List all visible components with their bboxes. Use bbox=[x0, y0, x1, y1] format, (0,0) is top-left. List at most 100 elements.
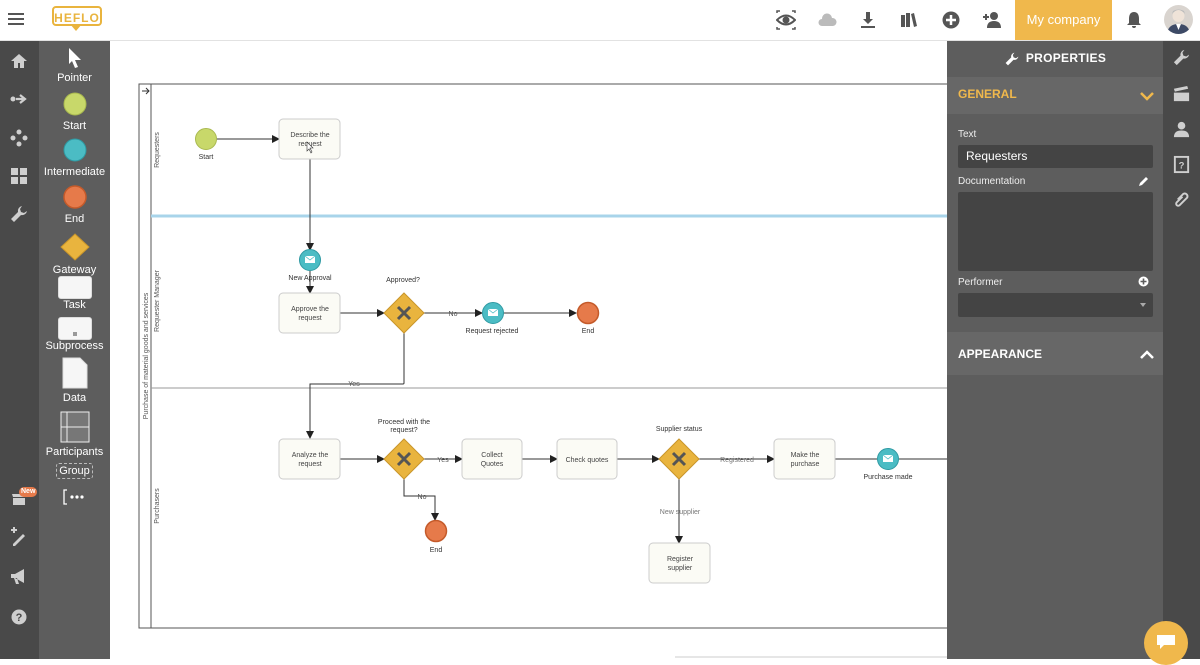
download-icon[interactable] bbox=[858, 10, 878, 30]
pool-label[interactable]: Purchase of material goods and services bbox=[143, 292, 150, 419]
end-event-1[interactable] bbox=[576, 301, 600, 325]
gateway-x-icon bbox=[396, 451, 412, 467]
home-icon[interactable] bbox=[9, 51, 29, 71]
wrench-icon bbox=[1005, 52, 1019, 66]
text-label: Text bbox=[958, 129, 977, 140]
task-register-supplier[interactable] bbox=[648, 542, 711, 584]
general-section-header[interactable]: GENERAL bbox=[947, 77, 1163, 114]
palette-intermediate-label: Intermediate bbox=[43, 166, 106, 178]
add-circle-icon[interactable] bbox=[941, 10, 961, 30]
task-register-line-2: supplier bbox=[668, 565, 693, 572]
bpmn-diagram[interactable]: Purchase of material goods and services … bbox=[110, 41, 947, 659]
right-toolbar: ? bbox=[1163, 41, 1200, 659]
palette-group[interactable]: Group bbox=[39, 463, 110, 479]
palette-gateway[interactable]: Gateway bbox=[39, 233, 110, 276]
task-collect-line-1: Collect bbox=[481, 452, 502, 459]
documentation-label: Documentation bbox=[958, 176, 1026, 187]
cloud-icon[interactable] bbox=[817, 10, 837, 30]
edit-list-icon[interactable] bbox=[9, 527, 29, 547]
gateway-approved-label: Approved? bbox=[386, 277, 420, 284]
palette-participants[interactable]: Participants bbox=[39, 411, 110, 458]
palette-task[interactable]: Task bbox=[39, 276, 110, 311]
start-event-icon bbox=[63, 92, 86, 116]
documentation-field[interactable] bbox=[958, 192, 1153, 271]
megaphone-icon[interactable] bbox=[9, 566, 29, 586]
palette-more[interactable] bbox=[39, 489, 110, 508]
task-analyze-request[interactable] bbox=[278, 438, 341, 480]
flow-gateway-end[interactable] bbox=[403, 479, 439, 521]
palette-start-label: Start bbox=[62, 120, 87, 132]
appearance-section-header[interactable]: APPEARANCE bbox=[947, 332, 1163, 375]
menu-icon[interactable] bbox=[8, 11, 24, 29]
chevron-down-icon[interactable] bbox=[1140, 92, 1154, 101]
top-bar: HEFLO My company bbox=[0, 0, 1200, 41]
end-event-2[interactable] bbox=[424, 519, 448, 543]
task-collect-quotes[interactable] bbox=[461, 438, 523, 480]
task-approve-request[interactable] bbox=[278, 292, 341, 334]
palette-subprocess[interactable]: Subprocess bbox=[39, 317, 110, 352]
lane-label-requester-manager[interactable]: Requester Manager bbox=[154, 269, 161, 332]
flow-label-new-supplier: New supplier bbox=[660, 509, 701, 516]
wrench-icon[interactable] bbox=[9, 204, 29, 224]
shape-palette: Pointer Start Intermediate End Gateway T… bbox=[39, 41, 110, 659]
palette-intermediate[interactable]: Intermediate bbox=[39, 137, 110, 178]
palette-start[interactable]: Start bbox=[39, 91, 110, 132]
task-approve-line-2: request bbox=[298, 315, 321, 322]
process-map-icon[interactable] bbox=[9, 128, 29, 148]
palette-data[interactable]: Data bbox=[39, 357, 110, 404]
task-shape-icon bbox=[57, 276, 92, 299]
text-field[interactable]: Requesters bbox=[958, 145, 1153, 168]
palette-end[interactable]: End bbox=[39, 184, 110, 225]
notifications-bell-icon[interactable] bbox=[1124, 10, 1144, 30]
company-button[interactable]: My company bbox=[1015, 0, 1112, 40]
flow-label-no-2: No bbox=[418, 494, 427, 501]
clapperboard-icon[interactable] bbox=[1172, 85, 1191, 104]
library-icon[interactable] bbox=[899, 10, 919, 30]
lane-label-purchasers[interactable]: Purchasers bbox=[154, 488, 161, 524]
diagram-canvas[interactable]: Purchase of material goods and services … bbox=[110, 41, 947, 659]
general-title: GENERAL bbox=[958, 87, 1017, 101]
task-check-quotes[interactable] bbox=[556, 438, 618, 480]
task-check-label: Check quotes bbox=[566, 457, 609, 464]
chevron-up-icon[interactable] bbox=[1140, 350, 1154, 359]
end-event-icon bbox=[62, 185, 87, 209]
user-avatar[interactable] bbox=[1164, 5, 1193, 34]
attachment-icon[interactable] bbox=[1172, 190, 1191, 209]
gateway-proceed-line-2: request? bbox=[390, 427, 417, 434]
add-user-icon[interactable] bbox=[982, 10, 1002, 30]
add-performer-icon[interactable] bbox=[1138, 276, 1149, 287]
help-document-icon[interactable]: ? bbox=[1172, 155, 1191, 174]
heflo-logo[interactable]: HEFLO bbox=[52, 6, 104, 32]
flow-yes-analyze[interactable] bbox=[306, 333, 405, 439]
lane-label-requesters[interactable]: Requesters bbox=[154, 132, 161, 168]
palette-task-label: Task bbox=[63, 299, 86, 311]
start-event[interactable] bbox=[195, 128, 217, 150]
user-role-icon[interactable] bbox=[1172, 120, 1191, 139]
task-approve-label: Approve the request bbox=[291, 306, 329, 322]
envelope-flap-icon bbox=[304, 255, 316, 261]
chat-button[interactable] bbox=[1144, 621, 1188, 665]
appearance-title: APPEARANCE bbox=[958, 347, 1043, 361]
properties-wrench-icon[interactable] bbox=[1172, 48, 1191, 67]
palette-pointer[interactable]: Pointer bbox=[39, 47, 110, 84]
dashboard-grid-icon[interactable] bbox=[9, 166, 29, 186]
help-icon[interactable]: ? bbox=[9, 607, 29, 627]
task-approve-line-1: Approve the bbox=[291, 306, 329, 313]
end-label-2: End bbox=[430, 547, 443, 554]
pool-boundary[interactable] bbox=[138, 83, 947, 629]
task-make-purchase-line-2: purchase bbox=[791, 461, 820, 468]
flow-icon[interactable] bbox=[9, 89, 29, 109]
pool-arrow-icon[interactable] bbox=[142, 87, 150, 95]
participants-pool-icon bbox=[60, 411, 89, 443]
pencil-icon[interactable] bbox=[1138, 175, 1150, 187]
flow-label-yes-1: Yes bbox=[348, 381, 360, 388]
flow-label-registered: Registered bbox=[720, 457, 754, 464]
performer-select[interactable] bbox=[958, 293, 1153, 317]
new-approval-label: New Approval bbox=[288, 275, 332, 282]
task-make-purchase[interactable] bbox=[773, 438, 836, 480]
gateway-x-icon bbox=[671, 451, 687, 467]
view-eye-icon[interactable] bbox=[776, 10, 796, 30]
task-describe-request[interactable] bbox=[278, 118, 341, 160]
